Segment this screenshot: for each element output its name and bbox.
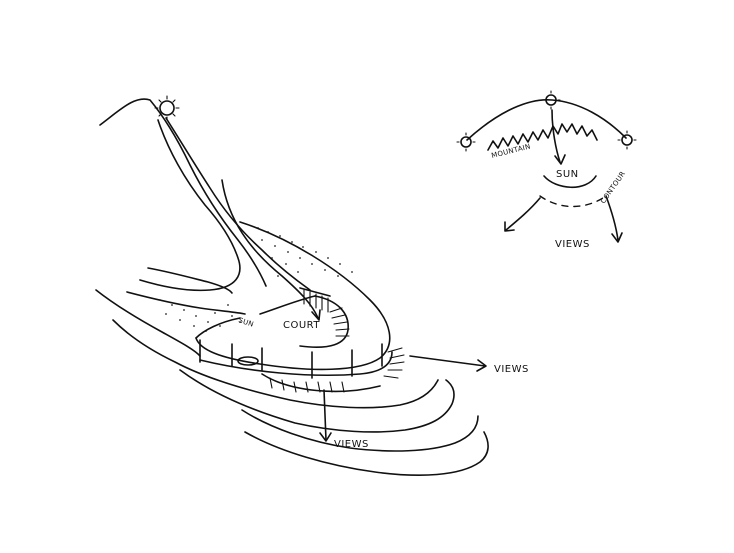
views-diagram-left-arrow	[504, 197, 541, 232]
sun-arc	[466, 99, 627, 141]
terrain-stipple	[159, 227, 353, 332]
sun-icon-left	[456, 132, 476, 152]
sun-arrow	[221, 179, 321, 321]
sun-icon-right	[617, 130, 637, 150]
mountain-ridge	[99, 98, 311, 292]
site-arc	[543, 175, 597, 188]
views-diagram-right-arrow	[605, 195, 623, 243]
contour-label: CONTOUR	[599, 170, 627, 205]
court-label: COURT	[283, 320, 320, 331]
views-bottom-arrow	[319, 389, 332, 442]
sun-icon	[154, 95, 180, 121]
sun-path-diagram: MOUNTAIN SUN CONTOUR VIEWS	[456, 90, 637, 250]
sun-icon-top	[541, 90, 561, 110]
mountain-zigzag	[487, 123, 598, 151]
sun-diagram-label: SUN	[556, 169, 579, 180]
views-diagram-label: VIEWS	[555, 239, 590, 250]
building-oval	[195, 221, 405, 393]
contour-dashed-line	[539, 195, 607, 208]
views-right-arrow	[409, 355, 487, 372]
views-label-bottom: VIEWS	[334, 439, 369, 450]
sun-down-arrow	[551, 109, 561, 163]
views-label-right: VIEWS	[494, 364, 529, 375]
contour-lines	[95, 267, 489, 476]
sun-label-left: SUN	[237, 316, 254, 328]
site-perspective: SUN COURT VIEWS VIEWS	[95, 95, 529, 476]
